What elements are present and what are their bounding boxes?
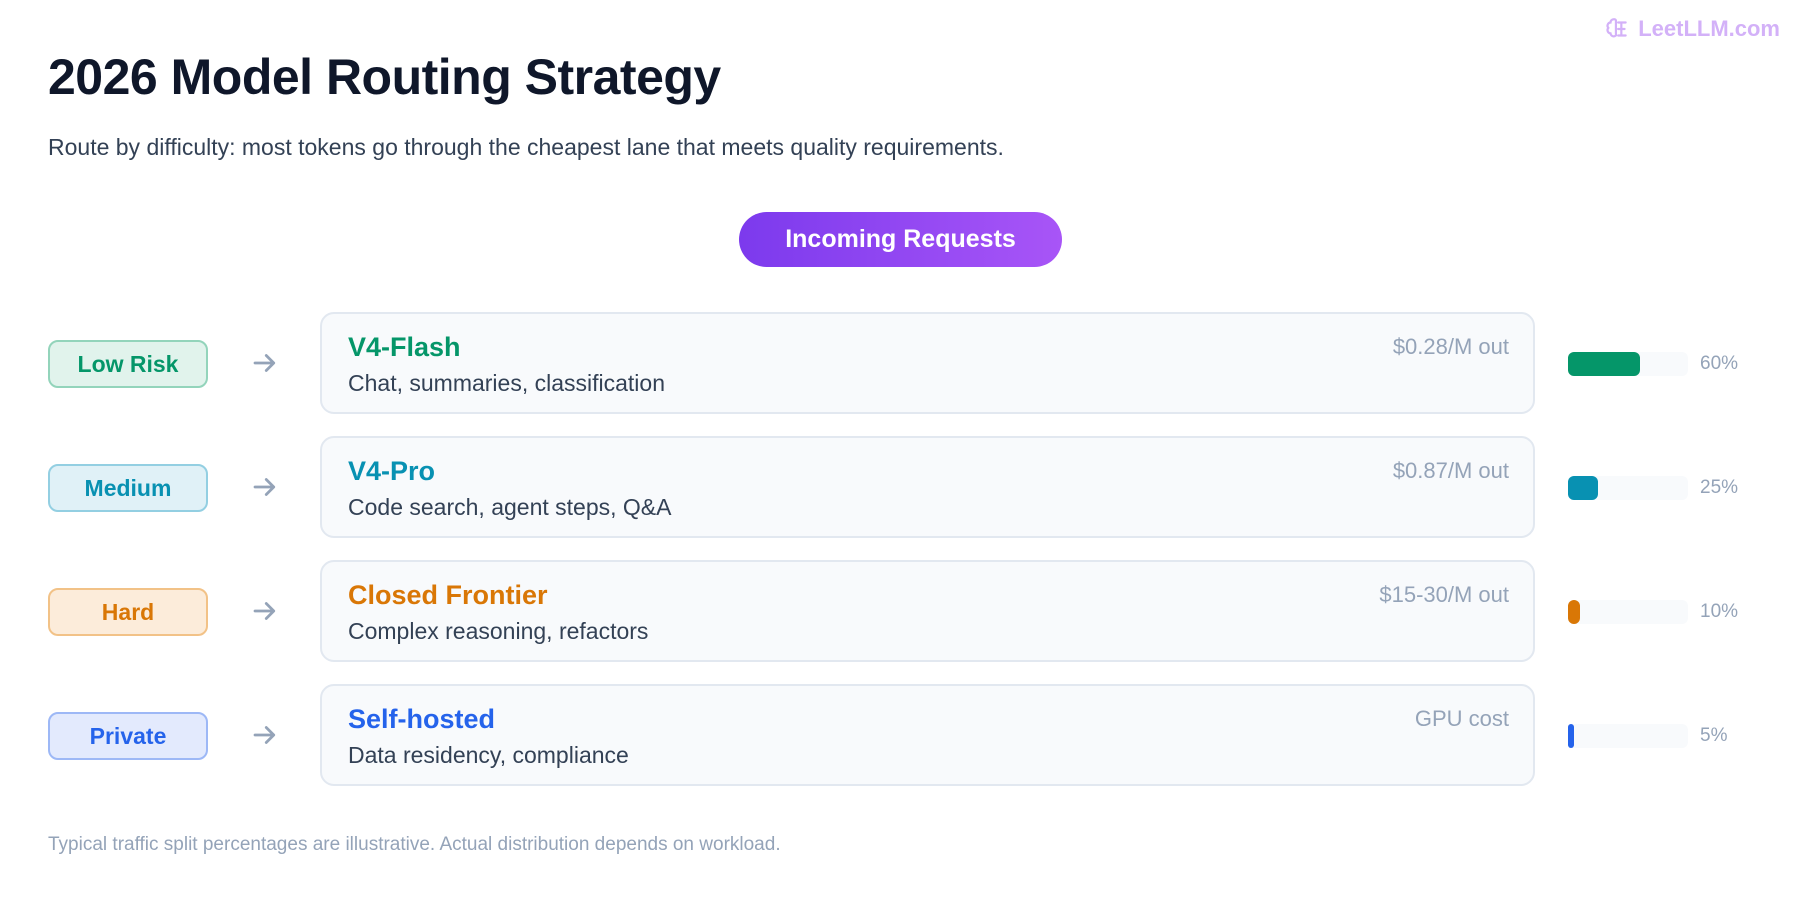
lane-row: Medium V4-Pro Code search, agent steps, … xyxy=(0,436,1800,538)
model-price: $0.87/M out xyxy=(1392,458,1509,483)
traffic-share-bar xyxy=(1568,476,1688,500)
model-description: Code search, agent steps, Q&A xyxy=(348,494,672,520)
difficulty-badge: Medium xyxy=(48,464,208,512)
model-card: V4-Flash Chat, summaries, classification… xyxy=(320,312,1535,414)
arrow-right-icon xyxy=(253,602,276,620)
model-name: V4-Flash xyxy=(348,332,461,362)
lane-row: Private Self-hosted Data residency, comp… xyxy=(0,684,1800,786)
traffic-share-fill xyxy=(1568,476,1598,500)
traffic-share-label: 5% xyxy=(1700,725,1728,746)
model-description: Complex reasoning, refactors xyxy=(348,618,649,644)
page-subtitle: Route by difficulty: most tokens go thro… xyxy=(48,134,1004,160)
model-price: $0.28/M out xyxy=(1392,334,1509,359)
traffic-share-label: 25% xyxy=(1700,477,1739,498)
logo-text: LeetLLM.com xyxy=(1638,16,1780,41)
traffic-share-bar xyxy=(1568,724,1688,748)
logo: LeetLLM.com xyxy=(1604,16,1780,42)
model-card: Self-hosted Data residency, compliance G… xyxy=(320,684,1535,786)
model-name: V4-Pro xyxy=(348,456,436,486)
brain-icon xyxy=(1606,18,1627,38)
model-card: V4-Pro Code search, agent steps, Q&A $0.… xyxy=(320,436,1535,538)
traffic-share-fill xyxy=(1568,600,1580,624)
arrow-right-icon xyxy=(253,354,276,372)
arrow-right-icon xyxy=(253,478,276,496)
lane-row: Low Risk V4-Flash Chat, summaries, class… xyxy=(0,312,1800,414)
model-price: GPU cost xyxy=(1414,706,1509,731)
traffic-share-label: 60% xyxy=(1700,353,1739,374)
page-title: 2026 Model Routing Strategy xyxy=(48,49,721,105)
traffic-share-bar xyxy=(1568,352,1688,376)
difficulty-badge: Low Risk xyxy=(48,340,208,388)
model-name: Closed Frontier xyxy=(348,580,548,610)
footnote: Typical traffic split percentages are il… xyxy=(48,834,781,855)
arrow-right-icon xyxy=(253,726,276,744)
lane-row: Hard Closed Frontier Complex reasoning, … xyxy=(0,560,1800,662)
traffic-share-bar xyxy=(1568,600,1688,624)
traffic-share-label: 10% xyxy=(1700,601,1739,622)
model-description: Data residency, compliance xyxy=(348,742,629,768)
incoming-requests-node: Incoming Requests xyxy=(739,212,1062,267)
difficulty-badge: Hard xyxy=(48,588,208,636)
model-price: $15-30/M out xyxy=(1379,582,1509,607)
model-card: Closed Frontier Complex reasoning, refac… xyxy=(320,560,1535,662)
traffic-share-fill xyxy=(1568,724,1574,748)
traffic-share-fill xyxy=(1568,352,1640,376)
difficulty-badge: Private xyxy=(48,712,208,760)
model-description: Chat, summaries, classification xyxy=(348,370,665,396)
model-name: Self-hosted xyxy=(348,704,496,734)
